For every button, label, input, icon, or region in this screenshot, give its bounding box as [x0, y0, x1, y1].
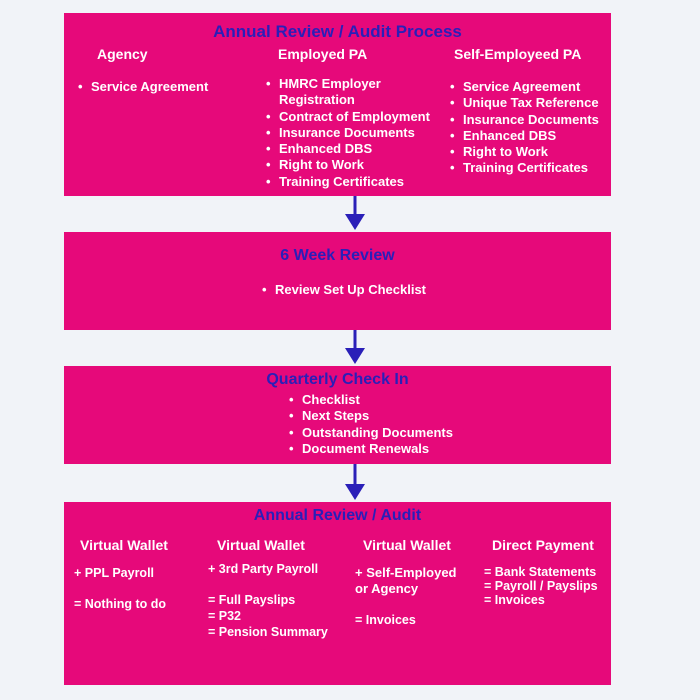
down-arrow-icon	[345, 196, 365, 230]
list-item: Checklist	[289, 392, 453, 409]
employed-pa-list: HMRC Employer Registration Contract of E…	[266, 76, 430, 190]
list-item: HMRC Employer Registration	[266, 76, 430, 109]
list-item: Training Certificates	[450, 160, 599, 177]
column-line: + 3rd Party Payroll	[208, 562, 319, 576]
annual-review-audit-box: Annual Review / Audit Virtual Wallet + P…	[64, 502, 611, 685]
column-line: = Payroll / Payslips	[484, 579, 598, 593]
self-employed-pa-list: Service Agreement Unique Tax Reference I…	[450, 79, 599, 177]
list-item: Enhanced DBS	[450, 128, 599, 145]
list-item: Outstanding Documents	[289, 425, 453, 442]
quarterly-check-in-box: Quarterly Check In Checklist Next Steps …	[64, 366, 611, 464]
employed-pa-heading: Employed PA	[278, 46, 368, 62]
list-item: Insurance Documents	[266, 125, 430, 142]
virtual-wallet-heading: Virtual Wallet	[363, 537, 451, 553]
column-line: = Invoices	[484, 593, 545, 607]
agency-list: Service Agreement	[78, 79, 208, 96]
list-item: Contract of Employment	[266, 109, 430, 126]
column-line: = Pension Summary	[208, 625, 328, 639]
list-item: Next Steps	[289, 408, 453, 425]
list-item: Service Agreement	[450, 79, 599, 96]
column-line: = Full Payslips	[208, 593, 296, 607]
list-item: Insurance Documents	[450, 112, 599, 129]
list-item: Service Agreement	[78, 79, 208, 96]
list-item: Right to Work	[450, 144, 599, 161]
annual-review-process-box: Annual Review / Audit Process Agency Ser…	[64, 13, 611, 196]
list-item: Document Renewals	[289, 441, 453, 458]
six-week-review-title: 6 Week Review	[280, 247, 395, 264]
quarterly-check-in-list: Checklist Next Steps Outstanding Documen…	[289, 392, 453, 457]
six-week-review-box: 6 Week Review Review Set Up Checklist	[64, 232, 611, 330]
column-line: = Bank Statements	[484, 565, 597, 579]
list-item-text: HMRC Employer	[279, 76, 381, 91]
virtual-wallet-heading: Virtual Wallet	[80, 537, 168, 553]
column-line: = P32	[208, 609, 242, 623]
column-line: or Agency	[355, 581, 419, 596]
list-item: Review Set Up Checklist	[262, 282, 426, 299]
column-line: = Nothing to do	[74, 597, 166, 611]
agency-heading: Agency	[97, 46, 148, 62]
down-arrow-icon	[345, 464, 365, 500]
quarterly-check-in-title: Quarterly Check In	[266, 371, 409, 388]
list-item: Training Certificates	[266, 174, 430, 191]
list-item: Enhanced DBS	[266, 141, 430, 158]
down-arrow-icon	[345, 330, 365, 364]
list-item-continuation: Registration	[279, 92, 355, 108]
column-line: + Self-Employed	[355, 565, 457, 580]
direct-payment-heading: Direct Payment	[492, 537, 594, 553]
self-employed-pa-heading: Self-Employeed PA	[454, 46, 582, 62]
column-line: = Invoices	[355, 613, 416, 627]
annual-review-audit-title: Annual Review / Audit	[253, 507, 422, 524]
column-line: + PPL Payroll	[74, 566, 155, 580]
list-item: Unique Tax Reference	[450, 95, 599, 112]
virtual-wallet-heading: Virtual Wallet	[217, 537, 305, 553]
annual-review-process-title: Annual Review / Audit Process	[213, 22, 462, 41]
six-week-review-list: Review Set Up Checklist	[262, 282, 426, 299]
list-item: Right to Work	[266, 157, 430, 174]
